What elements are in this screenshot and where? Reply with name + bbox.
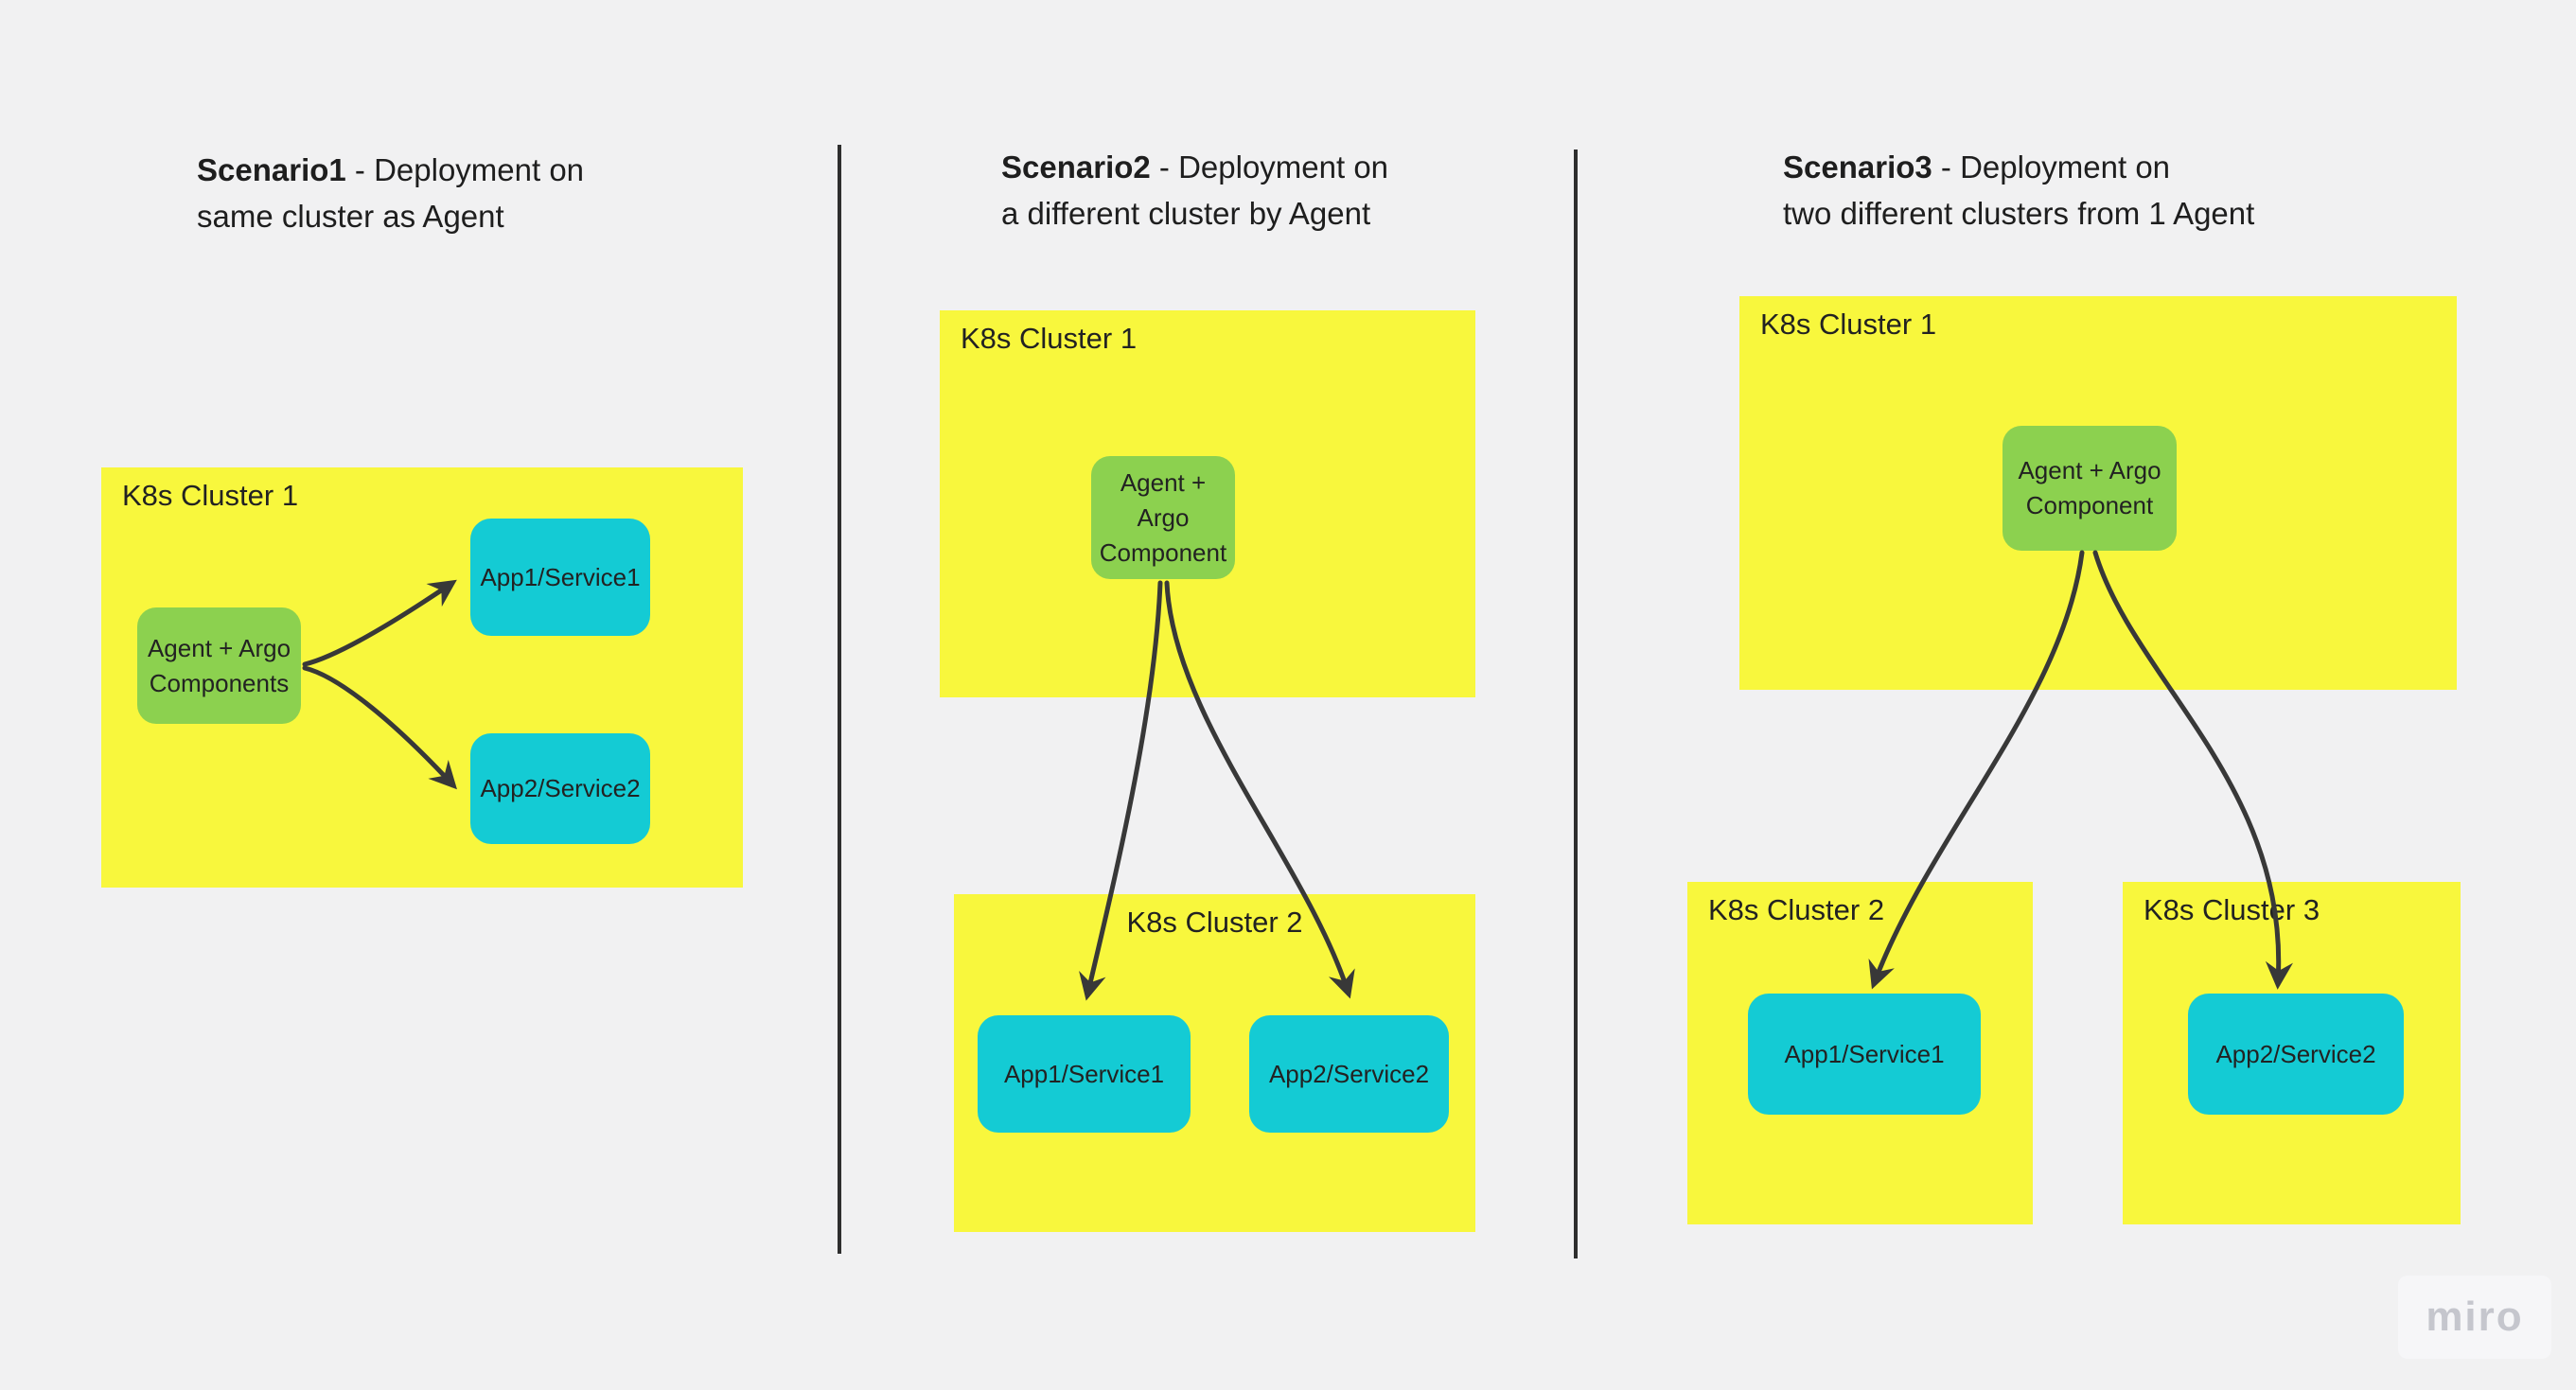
scenario2-title[interactable]: Scenario2 - Deployment on a different cl… bbox=[1001, 144, 1493, 237]
scenario1-title[interactable]: Scenario1 - Deployment on same cluster a… bbox=[197, 147, 670, 239]
s1-app1-node[interactable]: App1/Service1 bbox=[470, 519, 650, 636]
s2-app2-node[interactable]: App2/Service2 bbox=[1249, 1015, 1449, 1133]
section-divider-left[interactable] bbox=[838, 145, 841, 1254]
scenario1-title-line2: same cluster as Agent bbox=[197, 199, 504, 234]
s1-agent-label: Agent + Argo Components bbox=[147, 633, 291, 697]
s1-cluster1-label: K8s Cluster 1 bbox=[122, 479, 299, 512]
s2-cluster2-label: K8s Cluster 2 bbox=[1126, 906, 1303, 939]
scenario2-title-line2: a different cluster by Agent bbox=[1001, 196, 1371, 231]
scenario2-title-bold: Scenario2 bbox=[1001, 150, 1151, 185]
s2-app2-label: App2/Service2 bbox=[1268, 1059, 1430, 1088]
s2-app1-label: App1/Service1 bbox=[1003, 1059, 1165, 1088]
scenario2-title-line1: Scenario2 - Deployment on bbox=[1001, 144, 1493, 190]
s1-app2-label: App2/Service2 bbox=[480, 774, 641, 802]
scenario3-title[interactable]: Scenario3 - Deployment on two different … bbox=[1783, 144, 2389, 237]
s2-agent-label: Agent + Argo Component bbox=[1099, 467, 1227, 567]
s2-app1-node[interactable]: App1/Service1 bbox=[978, 1015, 1191, 1133]
s1-agent-node[interactable]: Agent + Argo Components bbox=[137, 607, 301, 724]
s3-agent-node[interactable]: Agent + Argo Component bbox=[2003, 426, 2177, 551]
s3-agent-label: Agent + Argo Component bbox=[2018, 456, 2161, 519]
s3-app1-node[interactable]: App1/Service1 bbox=[1748, 994, 1981, 1115]
scenario2-title-after: - Deployment on bbox=[1150, 150, 1389, 185]
scenario1-title-after: - Deployment on bbox=[345, 152, 585, 187]
scenario1-title-bold: Scenario1 bbox=[197, 152, 346, 187]
s2-cluster1-label: K8s Cluster 1 bbox=[961, 322, 1138, 355]
s3-cluster1-label: K8s Cluster 1 bbox=[1760, 308, 1937, 341]
s3-cluster2-label: K8s Cluster 2 bbox=[1708, 893, 1885, 926]
s1-app2-node[interactable]: App2/Service2 bbox=[470, 733, 650, 844]
scenario3-title-line1: Scenario3 - Deployment on bbox=[1783, 144, 2389, 190]
s3-app2-label: App2/Service2 bbox=[2215, 1039, 2376, 1068]
s3-cluster3-label: K8s Cluster 3 bbox=[2144, 893, 2320, 926]
miro-watermark-badge: miro bbox=[2398, 1276, 2551, 1359]
scenario3-title-line2: two different clusters from 1 Agent bbox=[1783, 196, 2255, 231]
s3-app1-label: App1/Service1 bbox=[1784, 1039, 1945, 1068]
miro-watermark-text: miro bbox=[2426, 1293, 2524, 1340]
s2-agent-node[interactable]: Agent + Argo Component bbox=[1091, 456, 1235, 579]
s1-app1-label: App1/Service1 bbox=[480, 562, 641, 591]
section-divider-right[interactable] bbox=[1574, 150, 1578, 1258]
scenario1-title-line1: Scenario1 - Deployment on bbox=[197, 147, 670, 193]
scenario3-title-bold: Scenario3 bbox=[1783, 150, 1932, 185]
s3-app2-node[interactable]: App2/Service2 bbox=[2188, 994, 2404, 1115]
scenario3-title-after: - Deployment on bbox=[1932, 150, 2171, 185]
